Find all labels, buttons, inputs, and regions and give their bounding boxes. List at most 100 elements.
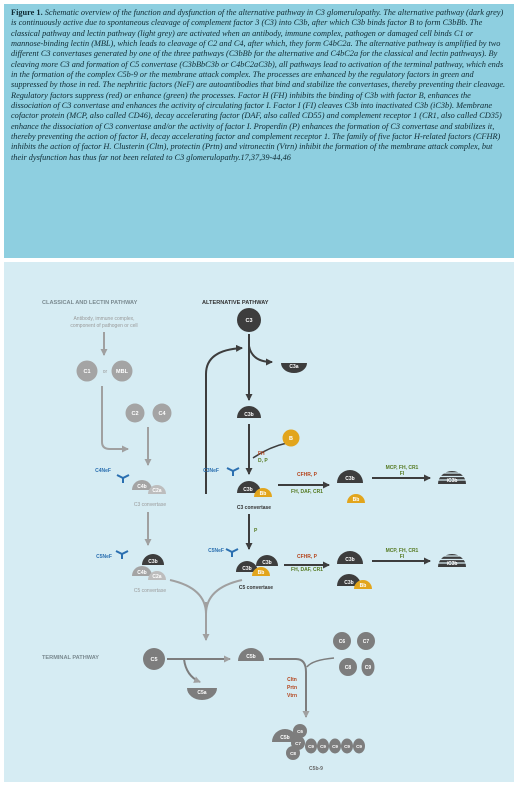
classical-c3-convertase: C4b C2a	[132, 480, 166, 494]
arrow-c5-convertase-to-c3	[205, 344, 243, 494]
svg-text:C3: C3	[245, 318, 252, 324]
svg-text:C5b: C5b	[246, 654, 255, 660]
svg-text:C6: C6	[339, 639, 346, 645]
svg-text:C3b: C3b	[244, 412, 253, 418]
svg-text:C3b: C3b	[344, 580, 353, 586]
svg-text:Bb: Bb	[360, 583, 367, 589]
diagram-panel: CLASSICAL AND LECTIN PATHWAY ALTERNATIVE…	[4, 262, 514, 782]
classical-c3-convertase-label: C3 convertase	[134, 502, 166, 508]
svg-text:C2: C2	[131, 411, 138, 417]
dp-label: D, P	[258, 458, 268, 464]
fh-daf-cr1-label-2: FH, DAF, CR1	[291, 567, 323, 573]
alt-c5-convertase-label: C5 convertase	[239, 585, 273, 591]
vtrn-label: Vtrn	[287, 693, 297, 699]
trigger-line-1: Antibody, immune complex,	[73, 316, 134, 322]
factor-b-node: B	[282, 429, 300, 447]
arrow-c3a-release	[248, 345, 273, 366]
trigger-line-2: component of pathogen or cell	[70, 323, 137, 329]
svg-text:C4b: C4b	[137, 484, 146, 490]
svg-text:Bb: Bb	[260, 491, 267, 497]
svg-text:C3b: C3b	[262, 560, 271, 566]
membrane-attack-complex: C5b C6 C7 C8 C9 C9 C9 C9 C9	[272, 724, 365, 760]
svg-text:C8: C8	[290, 751, 296, 756]
c4-node: C4	[152, 403, 172, 423]
svg-text:C9: C9	[332, 744, 338, 749]
c4nef-antibody-icon	[116, 474, 130, 483]
mbl-node: MBL	[111, 360, 133, 382]
svg-text:C4b: C4b	[137, 570, 146, 576]
c5nef-alt-label: C5NeF	[208, 548, 224, 554]
svg-text:C3a: C3a	[289, 364, 298, 370]
svg-text:C7: C7	[295, 741, 301, 746]
arrow-to-mac	[295, 658, 310, 718]
c5nef-classical-antibody-icon	[115, 550, 129, 559]
svg-text:C3b: C3b	[345, 557, 354, 563]
fh-label: FH	[258, 451, 265, 457]
arrow-c1-to-c3-convertase	[101, 386, 129, 453]
c5b-node: C5b	[238, 648, 264, 661]
caption-text: Schematic overview of the function and d…	[11, 8, 506, 162]
c3a-fragment: C3a	[281, 363, 307, 373]
mcp-fh-cr1-label-1: MCP, FH, CR1	[386, 465, 419, 471]
svg-text:C3b: C3b	[243, 487, 252, 493]
svg-text:Bb: Bb	[353, 497, 360, 503]
fi-label-1: FI	[400, 471, 405, 477]
alt-c3-convertase-label: C3 convertase	[237, 505, 271, 511]
arrow-c5a-release	[183, 658, 201, 683]
header-terminal: TERMINAL PATHWAY	[42, 655, 99, 661]
c3-node: C3	[237, 308, 261, 332]
cfhr-p-label-2: CFHR, P	[297, 554, 318, 560]
c2-node: C2	[125, 403, 145, 423]
svg-text:iC3b: iC3b	[447, 478, 458, 484]
svg-text:C9: C9	[308, 744, 314, 749]
alt-c3-convertase: C3b Bb	[237, 481, 272, 497]
c1-node: C1	[76, 360, 98, 382]
p-label: P	[254, 528, 258, 534]
svg-text:C5a: C5a	[197, 690, 206, 696]
c5nef-classical-label: C5NeF	[96, 554, 112, 560]
svg-text:C4: C4	[158, 411, 166, 417]
svg-text:C3b: C3b	[148, 559, 157, 565]
fh-daf-cr1-label-1: FH, DAF, CR1	[291, 489, 323, 495]
cltn-label: Cltn	[287, 677, 297, 683]
svg-text:C8: C8	[345, 665, 352, 671]
prtn-label: Prtn	[287, 685, 297, 691]
arrow-factor-b-in	[252, 442, 288, 459]
mcp-fh-cr1-label-2: MCP, FH, CR1	[386, 548, 419, 554]
mac-label: C5b-9	[309, 766, 323, 772]
classical-c5-convertase-label: C5 convertase	[134, 588, 166, 594]
c3b-bb-released-2: C3b Bb	[337, 574, 372, 589]
svg-text:C3b: C3b	[345, 476, 354, 482]
header-classical-lectin: CLASSICAL AND LECTIN PATHWAY	[42, 300, 138, 306]
caption-lead: Figure 1.	[11, 8, 43, 17]
svg-text:MBL: MBL	[116, 369, 129, 375]
classical-c5-convertase: C3b C4b C2a	[132, 554, 166, 580]
svg-text:C9: C9	[356, 744, 362, 749]
c3nef-antibody-icon	[226, 467, 240, 476]
ic3b-node-2: iC3b	[438, 554, 466, 567]
c3b-released-2: C3b	[337, 551, 363, 564]
or-label: or	[103, 369, 108, 375]
cfhr-p-label-1: CFHR, P	[297, 472, 318, 478]
svg-text:C1: C1	[83, 369, 90, 375]
svg-text:C9: C9	[344, 744, 350, 749]
svg-text:C7: C7	[363, 639, 370, 645]
c6-c9-cluster: C6 C7 C8 C9	[333, 632, 375, 676]
c3nef-label: C3NeF	[203, 468, 219, 474]
bb-released-1: Bb	[347, 494, 365, 503]
header-alternative: ALTERNATIVE PATHWAY	[202, 300, 269, 306]
alt-c5-convertase: C3b C3b Bb	[236, 555, 278, 576]
c3b-released-1: C3b	[337, 470, 363, 483]
svg-text:C2a: C2a	[152, 488, 161, 494]
c5nef-alt-antibody-icon	[225, 548, 239, 557]
arrow-c6-c9-in	[306, 657, 335, 668]
svg-text:C9: C9	[320, 744, 326, 749]
c3b-node: C3b	[237, 406, 261, 418]
svg-text:iC3b: iC3b	[447, 561, 458, 567]
svg-text:B: B	[289, 436, 293, 442]
fi-label-2: FI	[400, 554, 405, 560]
complement-pathway-diagram: CLASSICAL AND LECTIN PATHWAY ALTERNATIVE…	[42, 300, 466, 772]
svg-text:C6: C6	[297, 729, 303, 734]
svg-text:C2a: C2a	[152, 574, 161, 580]
